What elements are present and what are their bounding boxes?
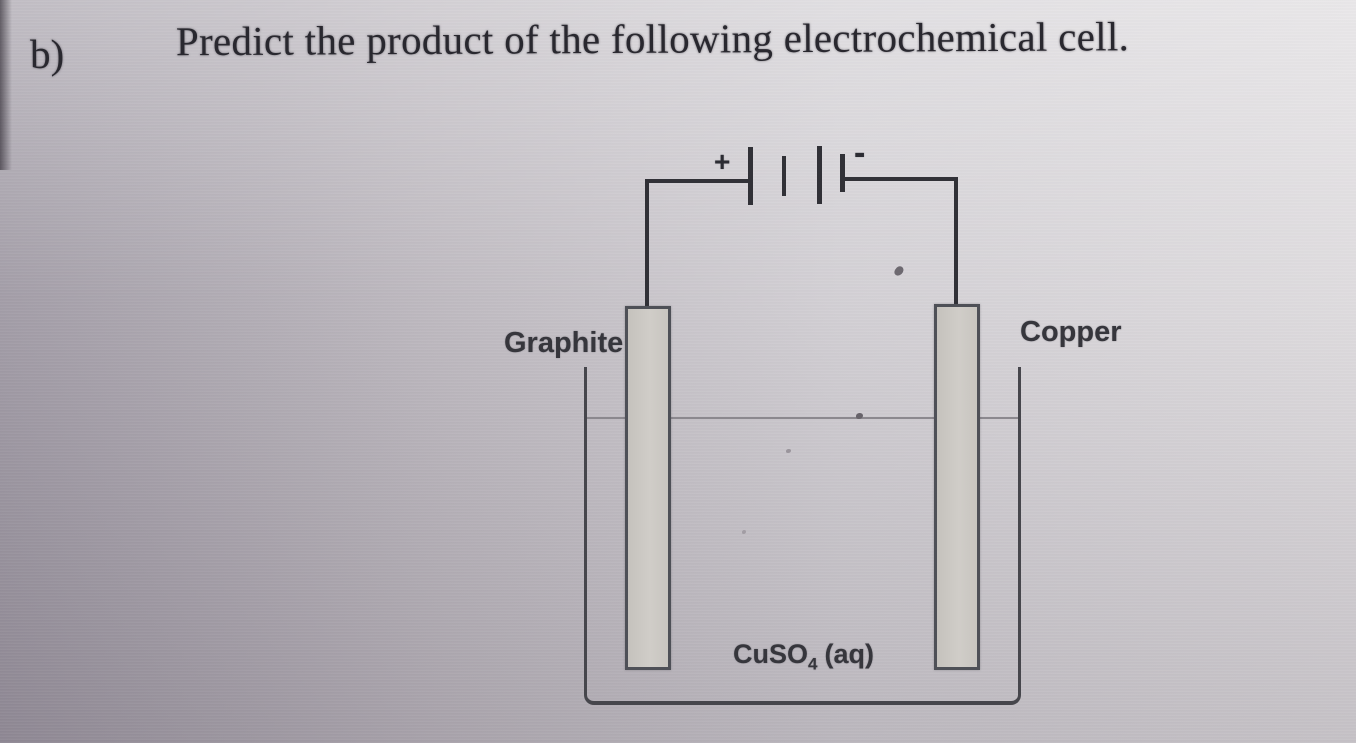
graphite-electrode [625, 306, 671, 670]
dust-speck [786, 449, 791, 453]
question-header: b) Predict the product of the following … [0, 0, 1356, 100]
battery-plate-long-left [748, 147, 753, 205]
battery-plate-short-right [840, 154, 845, 192]
solution-label: CuSO4 (aq) [733, 639, 874, 674]
wire-right-horizontal [845, 177, 957, 181]
battery-negative-sign: - [854, 134, 866, 172]
solution-formula-subscript: 4 [808, 654, 818, 674]
wire-right-vertical [954, 177, 958, 307]
dust-speck [742, 530, 746, 534]
question-prompt: Predict the product of the following ele… [175, 13, 1130, 65]
copper-electrode-label: Copper [1020, 316, 1122, 348]
battery-plate-long-right [817, 146, 822, 204]
graphite-electrode-label: Graphite [504, 327, 624, 359]
dust-speck [856, 413, 863, 419]
solution-surface-line [587, 417, 1018, 419]
page-edge-shadow [0, 0, 12, 170]
solution-formula: CuSO [733, 639, 809, 669]
question-part-label: b) [29, 30, 65, 77]
copper-electrode [934, 304, 980, 670]
dust-speck [893, 264, 905, 278]
wire-left-horizontal [645, 179, 750, 183]
wire-left-vertical [645, 179, 649, 309]
solution-state: (aq) [824, 639, 874, 669]
battery-positive-sign: + [714, 146, 731, 177]
beaker [584, 367, 1021, 705]
battery-plate-short-left [782, 156, 786, 196]
